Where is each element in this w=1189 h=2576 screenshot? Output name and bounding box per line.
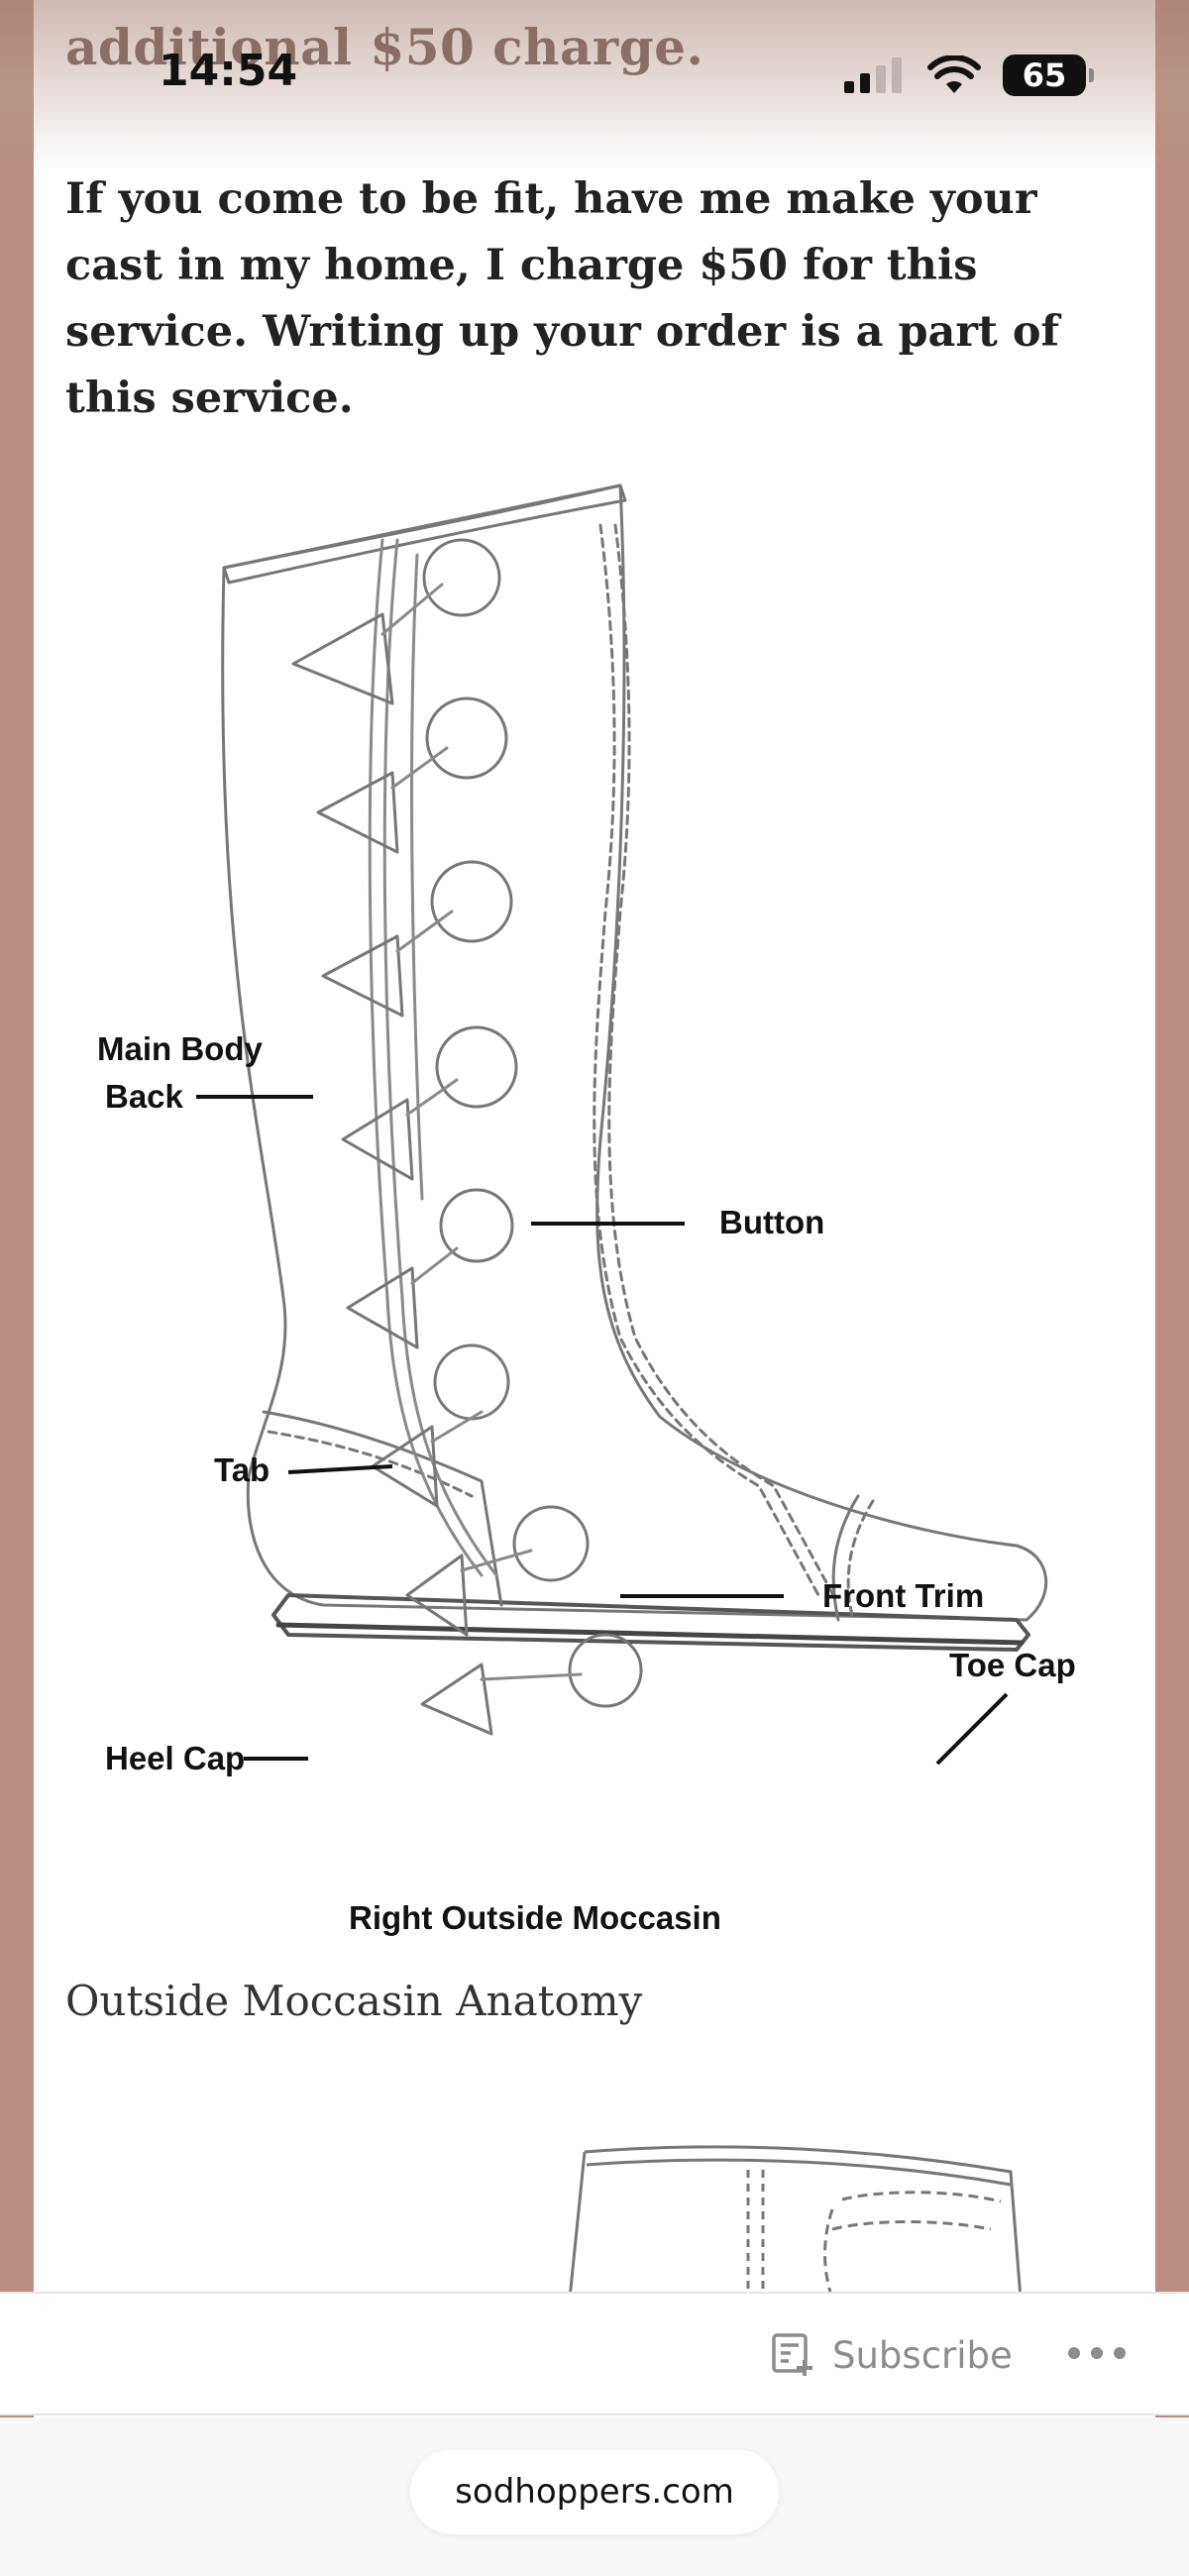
tab-5 xyxy=(348,1268,417,1347)
subscribe-label: Subscribe xyxy=(832,2334,1013,2377)
sole-line xyxy=(278,1625,1022,1643)
next-boot-diagram-preview xyxy=(535,2130,1050,2299)
label-back: Back xyxy=(105,1078,184,1115)
more-dots-icon[interactable] xyxy=(1068,2329,1126,2377)
tabs xyxy=(293,614,491,1734)
figure-caption: Outside Moccasin Anatomy xyxy=(65,1977,642,2025)
wifi-icon xyxy=(927,55,981,95)
moccasin-anatomy-diagram: Main Body Back Button Tab Front Trim Toe… xyxy=(65,446,1096,1942)
battery-icon: 65 xyxy=(1003,54,1086,96)
tab-1 xyxy=(293,614,392,703)
label-tab: Tab xyxy=(214,1451,270,1488)
button-2 xyxy=(427,698,506,778)
subscribe-button[interactable]: Subscribe xyxy=(771,2327,1013,2383)
leader-toe-cap xyxy=(937,1694,1007,1764)
bottom-toolbar: Subscribe xyxy=(0,2292,1189,2415)
tab-7 xyxy=(407,1556,467,1635)
button-4 xyxy=(437,1027,516,1107)
dot xyxy=(1091,2347,1103,2359)
heel-cap-outline xyxy=(264,1412,501,1605)
label-heel-cap: Heel Cap xyxy=(105,1740,245,1776)
boot-outline xyxy=(223,485,1046,1620)
tab-8 xyxy=(422,1664,491,1734)
label-front-trim: Front Trim xyxy=(822,1577,984,1614)
button-7 xyxy=(514,1507,588,1580)
tab-3 xyxy=(323,936,402,1016)
status-icons: 65 xyxy=(844,55,1086,95)
figure-title: Right Outside Moccasin xyxy=(349,1899,721,1936)
label-main-body: Main Body xyxy=(97,1030,263,1067)
status-time: 14:54 xyxy=(159,46,297,96)
label-toe-cap: Toe Cap xyxy=(949,1647,1076,1683)
browser-bottom-bar: sodhoppers.com xyxy=(0,2417,1189,2576)
button-8 xyxy=(570,1635,641,1706)
subscribe-reader-icon xyxy=(771,2332,816,2378)
button-1 xyxy=(424,540,499,615)
label-button: Button xyxy=(719,1204,824,1240)
button-6 xyxy=(435,1345,508,1419)
battery-level: 65 xyxy=(1023,56,1067,94)
button-3 xyxy=(432,862,511,941)
url-bar[interactable]: sodhoppers.com xyxy=(410,2449,779,2534)
fitting-paragraph: If you come to be fit, have me make your… xyxy=(65,166,1096,432)
cellular-signal-icon xyxy=(844,57,906,93)
dot xyxy=(1068,2347,1080,2359)
dot xyxy=(1114,2347,1126,2359)
